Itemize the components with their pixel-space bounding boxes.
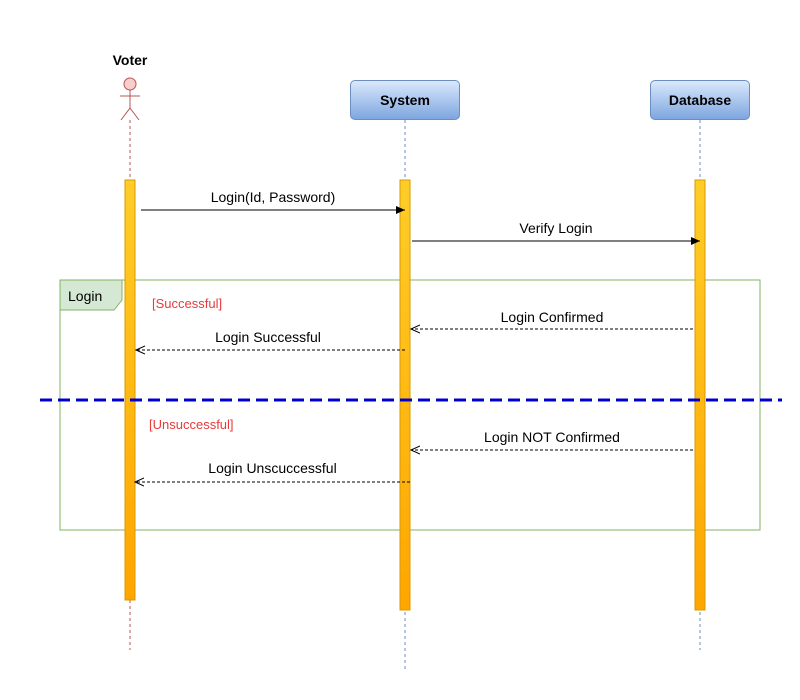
system-activation-bar — [399, 179, 411, 611]
database-lifeline-box: Database — [650, 80, 750, 120]
fragment-label: Login — [68, 288, 103, 304]
login-not-confirmed-label: Login NOT Confirmed — [484, 429, 620, 445]
login-confirmed-label: Login Confirmed — [500, 309, 604, 325]
login-unsuccessful-label: Login Unscuccessful — [208, 460, 337, 476]
database-activation-bar — [694, 179, 706, 611]
voter-activation-bar — [124, 179, 136, 601]
verify-login-label: Verify Login — [519, 220, 593, 236]
guard-successful: [Successful] — [152, 296, 223, 311]
login-fragment-tab — [59, 279, 123, 311]
guard-unsuccessful: [Unsuccessful] — [149, 417, 234, 432]
actor-icon — [120, 77, 140, 121]
voter-actor-label: Voter — [112, 52, 148, 68]
system-lifeline-box: System — [350, 80, 460, 120]
login-request-label: Login(Id, Password) — [210, 189, 336, 205]
login-successful-label: Login Successful — [215, 329, 321, 345]
